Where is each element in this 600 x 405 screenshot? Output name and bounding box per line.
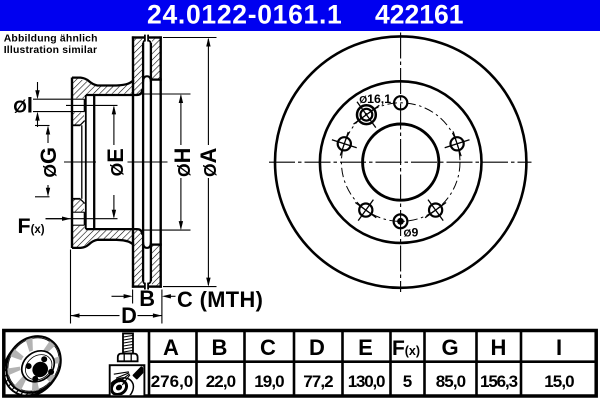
svg-text:19,0: 19,0 <box>254 372 284 391</box>
svg-text:ØI: ØI <box>13 92 33 117</box>
svg-text:ØG: ØG <box>36 147 61 178</box>
svg-text:B: B <box>212 335 228 360</box>
svg-text:Illustration similar: Illustration similar <box>4 45 98 56</box>
svg-text:Abbildung ähnlich: Abbildung ähnlich <box>4 34 98 45</box>
svg-text:77,2: 77,2 <box>303 372 333 391</box>
svg-text:276,0: 276,0 <box>151 372 194 391</box>
svg-text:C: C <box>260 335 276 360</box>
svg-text:130,0: 130,0 <box>348 372 385 391</box>
svg-text:G: G <box>441 335 458 360</box>
svg-text:ØE: ØE <box>103 148 128 176</box>
svg-text:C (MTH): C (MTH) <box>177 287 263 312</box>
svg-text:422161: 422161 <box>375 0 463 30</box>
svg-text:E: E <box>358 335 373 360</box>
svg-text:22,0: 22,0 <box>206 372 236 391</box>
svg-text:I: I <box>556 335 562 360</box>
svg-text:Ø9: Ø9 <box>404 226 419 240</box>
svg-text:H: H <box>491 335 507 360</box>
svg-text:B: B <box>139 286 155 311</box>
svg-text:A: A <box>163 335 179 360</box>
svg-text:24.0122-0161.1: 24.0122-0161.1 <box>147 0 342 30</box>
svg-text:15,0: 15,0 <box>544 372 574 391</box>
svg-text:Ø16,1: Ø16,1 <box>359 92 391 106</box>
svg-text:ØA: ØA <box>196 147 221 177</box>
svg-text:ØH: ØH <box>170 148 195 177</box>
svg-text:85,0: 85,0 <box>436 372 466 391</box>
svg-text:D: D <box>309 335 325 360</box>
svg-text:D: D <box>121 303 137 328</box>
svg-text:5: 5 <box>403 372 412 391</box>
svg-text:156,3: 156,3 <box>480 372 518 391</box>
